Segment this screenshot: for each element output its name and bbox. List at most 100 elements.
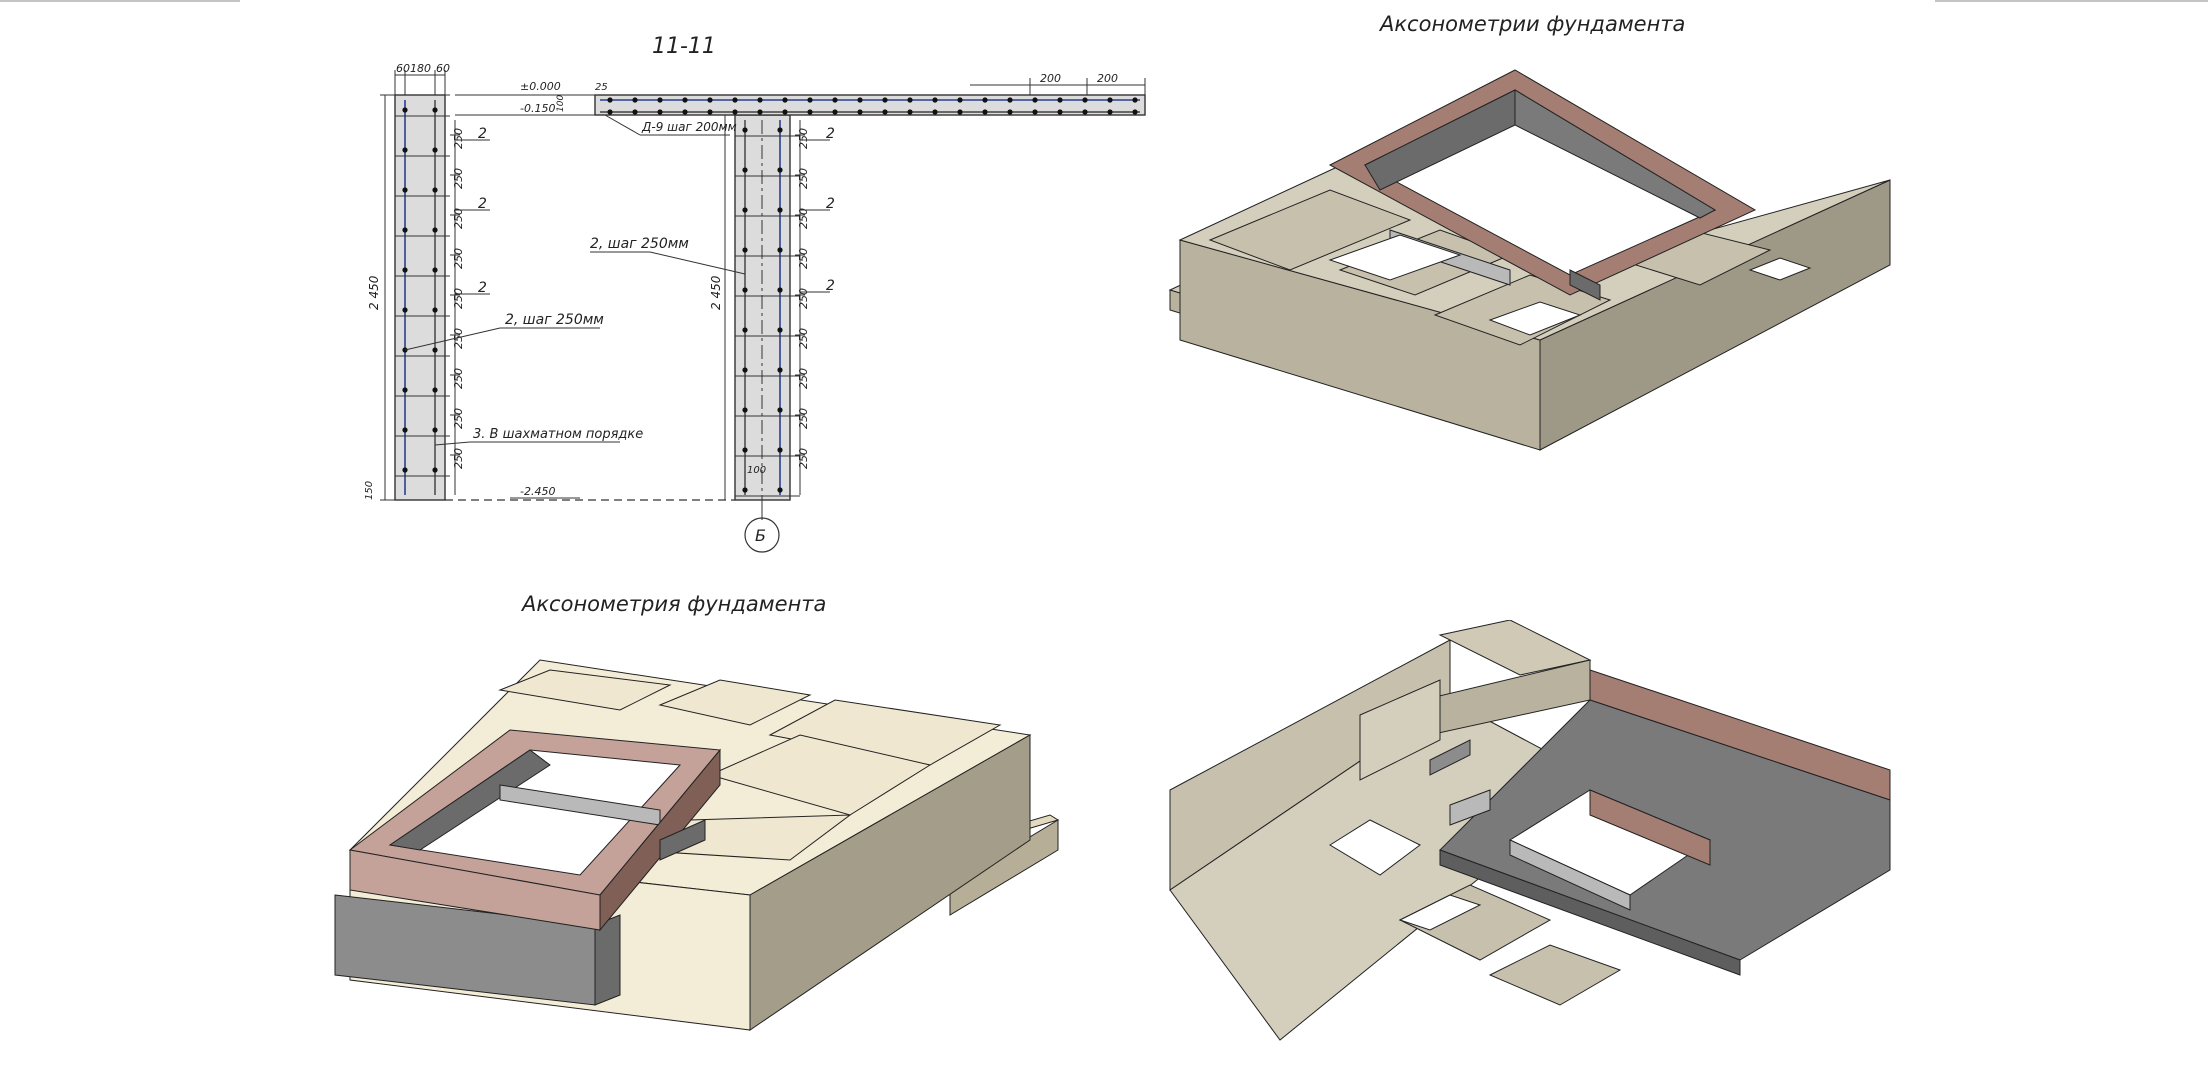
wall-rebar-dot <box>777 327 783 333</box>
axonometry-bottom-right <box>1169 620 1891 1041</box>
spacing-label-right: 250 <box>797 288 810 309</box>
slab-rebar-dot <box>707 109 713 115</box>
dim-top-right-200b: 200 <box>1097 72 1118 85</box>
slab-rebar-dot <box>957 97 963 103</box>
slab-rebar-dot <box>1032 109 1038 115</box>
wall-rebar-dot <box>777 127 783 133</box>
wall-rebar-dot <box>742 367 748 373</box>
wall-rebar-dot <box>432 427 438 433</box>
callout-2-r3: 2 <box>826 278 835 294</box>
callout-2-r1: 2 <box>826 126 835 142</box>
section-drawing: 60 180 60 2 450 150 25025025025025025025… <box>364 62 1146 553</box>
wall-rebar-dot <box>432 387 438 393</box>
slab-rebar-dot <box>882 109 888 115</box>
slab-rebar-dot <box>832 97 838 103</box>
spacing-label-left: 250 <box>452 368 465 389</box>
wall-rebar-dot <box>402 147 408 153</box>
wall-rebar-dot <box>432 347 438 353</box>
axo3-beam-mid <box>1449 789 1491 826</box>
callout-d9: Д-9 шаг 200мм <box>641 120 737 134</box>
axo1-opening-b <box>1488 301 1582 336</box>
axo1-opening-a <box>1328 234 1462 281</box>
axo3-tier-2 <box>1359 679 1441 781</box>
wall-rebar-dot <box>742 407 748 413</box>
spacing-label-right: 250 <box>797 248 810 269</box>
wall-rebar-dot <box>402 427 408 433</box>
slab-rebar-dots <box>607 97 1138 115</box>
wall-rebar-dot <box>742 207 748 213</box>
slab-rebar-dot <box>857 109 863 115</box>
callout-2-b: 2 <box>478 196 487 212</box>
wall-rebar-dot <box>777 247 783 253</box>
callout-2-step-left: 2, шаг 250мм <box>505 312 604 328</box>
slab-rebar-dot <box>682 97 688 103</box>
slab-rebar-dot <box>907 109 913 115</box>
spacing-label-left: 250 <box>452 208 465 229</box>
sheet-border <box>0 0 2208 2</box>
wall-rebar-dot <box>402 187 408 193</box>
slab-rebar-dot <box>782 97 788 103</box>
axo1-room-a <box>1208 189 1412 271</box>
slab-rebar-dot <box>1107 97 1113 103</box>
wall-rebar-dot <box>742 167 748 173</box>
callout-2-c: 2 <box>478 280 487 296</box>
dim-top-60b: 60 <box>436 62 450 75</box>
callout-3: 3. В шахматном порядке <box>473 427 643 442</box>
callout-2-r2: 2 <box>826 196 835 212</box>
wall-rebar-dot <box>432 267 438 273</box>
left-wall-section <box>394 94 446 501</box>
spacing-label-right: 250 <box>797 368 810 389</box>
slab-rebar-dot <box>757 109 763 115</box>
slab-rebar-dot <box>932 97 938 103</box>
wall-rebar-dot <box>402 267 408 273</box>
spacing-label-left: 250 <box>452 288 465 309</box>
axo1-steel-inner-right <box>1514 89 1717 219</box>
axo3-inner-steel <box>1509 839 1631 911</box>
spacing-label-left: 250 <box>452 128 465 149</box>
slab-rebar-dot <box>782 109 788 115</box>
axo2-room-1 <box>498 669 672 711</box>
wall-rebar-dot <box>777 287 783 293</box>
wall-rebar-dot <box>777 167 783 173</box>
axo2-room-2 <box>658 679 812 726</box>
dim-small-left: 100 <box>556 95 566 112</box>
slab-rebar-dot <box>882 97 888 103</box>
axis-b-label: Б <box>755 526 766 545</box>
dim-small-top: 25 <box>595 82 608 93</box>
wall-rebar-dot <box>777 367 783 373</box>
wall-rebar-dot <box>742 447 748 453</box>
axo3-room-4 <box>1398 894 1482 931</box>
wall-rebar-dot <box>777 487 783 493</box>
axonometry-bottom-title: Аксонометрия фундамента <box>522 592 827 616</box>
axo3-room-1 <box>1329 819 1421 876</box>
dim-100-bottom: 100 <box>747 465 766 476</box>
slab-rebar-dot <box>832 109 838 115</box>
slab-rebar-dot <box>632 97 638 103</box>
level-zero: ±0.000 <box>520 80 561 93</box>
slab-rebar-dot <box>607 109 613 115</box>
spacing-label-right: 250 <box>797 128 810 149</box>
slab-rebar-dot <box>657 97 663 103</box>
spacing-label-right: 250 <box>797 448 810 469</box>
wall-rebar-dot <box>402 227 408 233</box>
slab-rebar-dot <box>982 109 988 115</box>
slab-rebar-dot <box>1057 109 1063 115</box>
spacing-label-right: 250 <box>797 408 810 429</box>
axo3-room-3 <box>1488 944 1622 1006</box>
slab-rebar-dot <box>1107 109 1113 115</box>
spacing-label-left: 250 <box>452 168 465 189</box>
slab-rebar-dot <box>1007 97 1013 103</box>
section-title: 11-11 <box>652 34 716 59</box>
slab-rebar-dot <box>907 97 913 103</box>
wall-rebar-dot <box>432 307 438 313</box>
axo3-beam-left <box>1429 739 1471 776</box>
wall-rebar-dot <box>742 487 748 493</box>
slab-rebar-dot <box>732 97 738 103</box>
slab-rebar-dot <box>807 109 813 115</box>
dim-top-180: 180 <box>410 62 431 75</box>
slab-rebar-dot <box>957 109 963 115</box>
axo2-grey-side <box>594 914 621 1006</box>
axonometry-top <box>1168 69 1891 451</box>
wall-rebar-dot <box>742 127 748 133</box>
